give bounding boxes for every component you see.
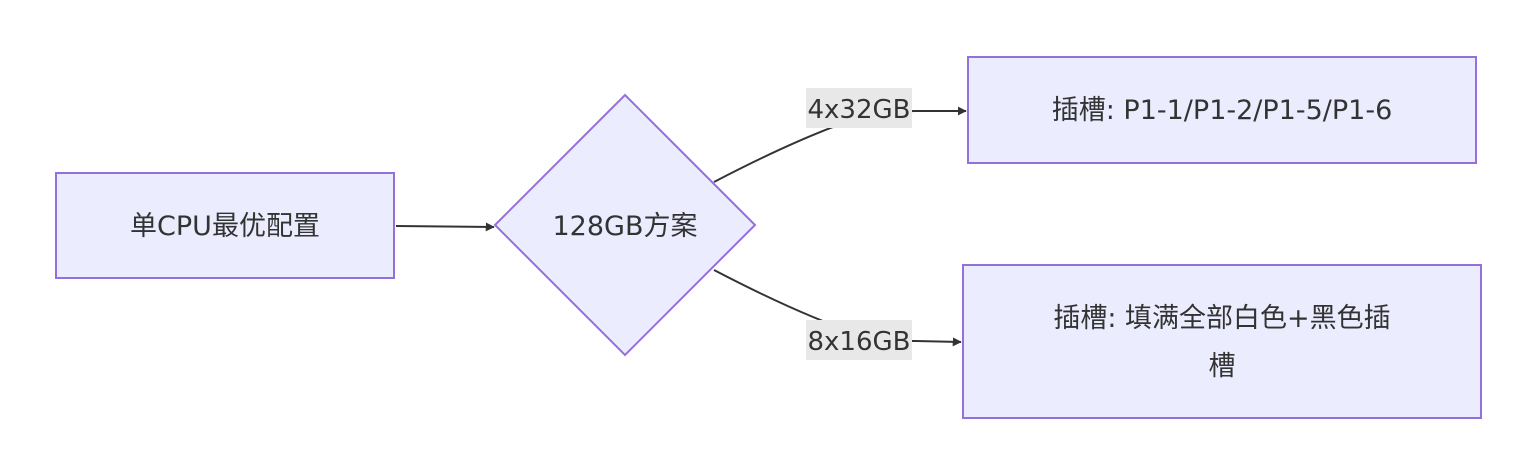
node-option-a: 插槽: P1-1/P1-2/P1-5/P1-6 bbox=[967, 56, 1477, 164]
edge-label-8x16gb-text: 8x16GB bbox=[808, 327, 911, 357]
node-start-label: 单CPU最优配置 bbox=[130, 211, 320, 242]
node-start: 单CPU最优配置 bbox=[55, 172, 395, 279]
edge-label-4x32gb-text: 4x32GB bbox=[808, 95, 911, 125]
edge-label-8x16gb: 8x16GB bbox=[806, 320, 912, 360]
node-option-b-label-line1: 插槽: 填满全部白色+黑色插 bbox=[1053, 303, 1390, 334]
edge-label-4x32gb: 4x32GB bbox=[806, 88, 912, 128]
node-option-b: 插槽: 填满全部白色+黑色插 槽 bbox=[962, 264, 1482, 419]
node-decision-label: 128GB方案 bbox=[553, 211, 698, 242]
node-decision: 128GB方案 bbox=[493, 93, 757, 357]
edge-start-to-decision bbox=[395, 222, 495, 232]
node-option-b-label-line2: 槽 bbox=[1209, 351, 1236, 382]
node-option-a-label: 插槽: P1-1/P1-2/P1-5/P1-6 bbox=[1052, 95, 1393, 126]
